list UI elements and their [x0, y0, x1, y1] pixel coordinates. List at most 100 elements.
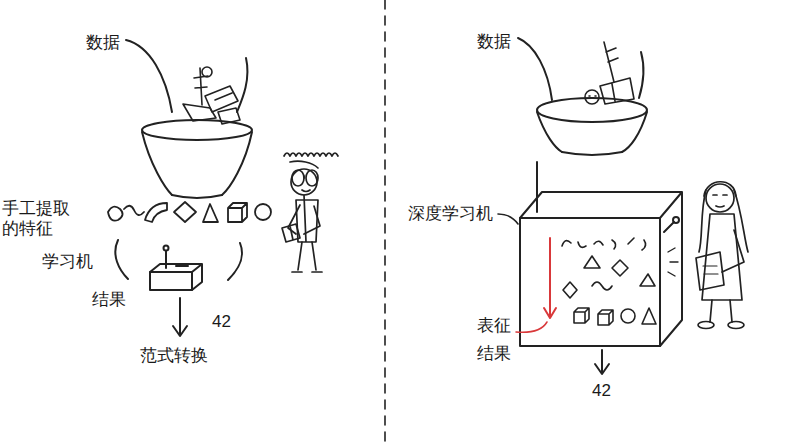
funnel-rim	[142, 120, 252, 140]
block-piece	[183, 104, 216, 121]
legs	[710, 300, 732, 322]
cube-feature	[574, 308, 589, 323]
squiggle-feature	[592, 282, 612, 290]
learned-features	[562, 238, 656, 325]
funnel-side	[622, 112, 647, 152]
arrow-shaft	[601, 350, 603, 372]
machine-antenna	[165, 251, 167, 268]
key-piece	[604, 42, 618, 82]
hair-line	[290, 161, 318, 168]
funnel-side	[537, 112, 562, 152]
key-piece	[202, 67, 212, 77]
glasses	[306, 170, 318, 186]
funnel-bottom	[562, 152, 622, 155]
face-piece	[589, 95, 596, 97]
cube-lever	[664, 222, 674, 232]
feed-line	[536, 162, 538, 212]
left-funnel	[126, 40, 252, 198]
glasses	[292, 170, 304, 186]
gift	[282, 224, 300, 242]
motion-arc	[126, 40, 172, 112]
triangle-feature	[640, 274, 655, 286]
cube-lever	[673, 217, 679, 223]
face-piece	[585, 90, 599, 104]
crazy-hair	[284, 153, 338, 156]
right-funnel	[518, 38, 647, 212]
deep-machine-cube	[520, 192, 682, 346]
learning-machine	[150, 246, 202, 291]
bracket-curve	[228, 243, 242, 280]
feature-diamond	[174, 202, 196, 222]
arrow-shaft	[179, 298, 181, 334]
funnel-side	[142, 132, 172, 195]
machine-label: 深度学习机	[408, 204, 493, 224]
feature-arc	[145, 203, 167, 222]
representation-label: 表征	[477, 316, 511, 336]
funnel-side	[222, 132, 252, 195]
clipboard-lines	[703, 266, 718, 274]
cube-front	[520, 218, 660, 346]
data-label: 数据	[477, 32, 511, 52]
feature-triangle	[203, 204, 218, 222]
circle-feature	[621, 309, 635, 323]
arms	[288, 205, 320, 234]
right-person	[696, 182, 748, 329]
cube-feature	[598, 310, 613, 325]
arm	[722, 230, 744, 272]
foot	[698, 322, 714, 329]
machine-knob	[164, 246, 169, 251]
diamond-feature	[612, 260, 628, 276]
book-piece	[600, 78, 634, 104]
hand-features	[108, 202, 271, 222]
feature-squiggle	[124, 206, 144, 215]
result-label: 结果	[477, 344, 511, 364]
triangle-feature	[642, 308, 656, 324]
edge-fragments	[562, 238, 646, 250]
feature-circle	[255, 204, 271, 220]
red-arrow-shaft	[549, 238, 551, 316]
motion-arc	[237, 58, 247, 112]
head	[706, 184, 734, 212]
face	[713, 195, 727, 207]
caption-label: 范式转换	[140, 346, 208, 366]
arrow-head	[595, 364, 609, 374]
result-arrow	[595, 350, 609, 374]
clipboard	[696, 252, 724, 290]
block-piece	[218, 108, 240, 124]
result-arrow	[173, 298, 187, 336]
feature-cube	[228, 203, 247, 222]
motion-arc	[518, 38, 552, 100]
foot	[728, 322, 744, 329]
red-leader	[516, 322, 547, 332]
data-label: 数据	[86, 33, 120, 53]
funnel-bottom	[172, 195, 222, 198]
motion-arc	[639, 52, 644, 98]
diamond-feature	[563, 282, 577, 298]
funnel-rim	[537, 98, 647, 122]
left-data-pieces	[183, 67, 240, 124]
divider-line	[384, 0, 386, 448]
triangle-feature	[584, 256, 600, 268]
answer-number: 42	[212, 312, 231, 332]
feature-label: 手工提取的特征	[2, 199, 73, 240]
machine-front	[150, 272, 192, 290]
idea-ticks	[668, 248, 678, 276]
machine-slot	[176, 265, 188, 267]
head	[291, 169, 317, 195]
right-data-pieces	[585, 42, 634, 104]
red-arrow-head	[544, 308, 556, 318]
result-label: 结果	[92, 290, 126, 310]
leader-line	[498, 214, 518, 224]
legs	[298, 242, 316, 270]
bracket-curve	[115, 240, 128, 279]
arrow-head	[173, 326, 187, 336]
machine-label: 学习机	[42, 252, 93, 272]
feature-blob	[108, 207, 123, 221]
machine-top	[150, 264, 202, 290]
answer-number: 42	[592, 381, 611, 401]
left-person	[282, 153, 338, 272]
face	[302, 176, 310, 192]
